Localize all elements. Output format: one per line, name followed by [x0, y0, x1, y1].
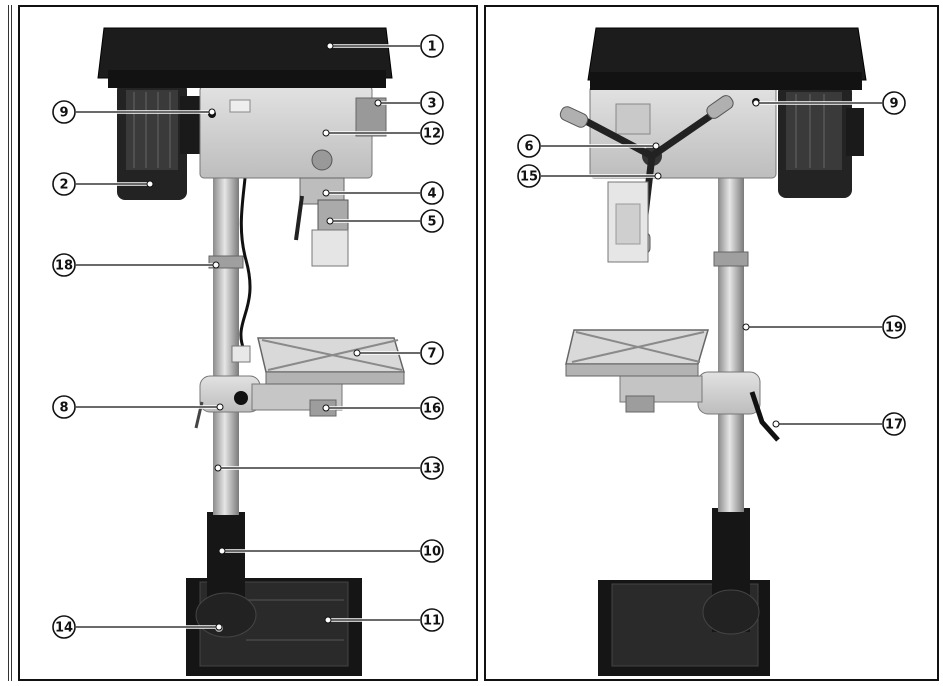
right-callout-15: 15 [517, 164, 662, 188]
callout-number: 14 [55, 621, 73, 636]
callout-number: 15 [520, 170, 538, 185]
callout-circle [52, 172, 76, 196]
callout-circle [420, 539, 444, 563]
left-callout-18: 18 [52, 253, 220, 277]
callout-anchor-dot [322, 189, 330, 197]
callout-anchor-dot [216, 403, 224, 411]
callout-number: 13 [423, 462, 441, 477]
callout-circle [882, 412, 906, 436]
callout-anchor-dot [752, 99, 760, 107]
left-callout-9: 9 [52, 100, 216, 124]
callout-number: 6 [524, 140, 533, 155]
column-base-flange [195, 592, 257, 638]
callout-number: 12 [423, 127, 441, 142]
callout-anchor-dot [654, 172, 662, 180]
callout-number: 1 [427, 40, 436, 55]
callout-number: 9 [889, 97, 898, 112]
callout-circle [52, 395, 76, 419]
right-callouts: 6 9 15 17 19 [517, 91, 906, 436]
left-callout-3: 3 [374, 91, 444, 115]
column [718, 170, 744, 512]
callout-circle [420, 396, 444, 420]
callout-anchor-dot [353, 349, 361, 357]
left-callout-10: 10 [218, 539, 444, 563]
callout-anchor-dot [215, 623, 223, 631]
left-callout-11: 11 [324, 608, 444, 632]
callout-circle [52, 100, 76, 124]
callout-circle [420, 608, 444, 632]
callout-anchor-dot [208, 108, 216, 116]
callout-circle [517, 134, 541, 158]
callout-anchor-dot [326, 42, 334, 50]
callout-number: 19 [885, 321, 903, 336]
callout-circle [420, 341, 444, 365]
left-callout-7: 7 [353, 341, 444, 365]
right-callout-17: 17 [772, 412, 906, 436]
callout-number: 4 [427, 187, 436, 202]
left-callout-13: 13 [214, 456, 444, 480]
right-drill-press [559, 27, 867, 676]
left-callout-4: 4 [322, 181, 444, 205]
callout-number: 7 [427, 347, 436, 362]
callout-number: 18 [55, 259, 73, 274]
callout-circle [420, 456, 444, 480]
callout-number: 3 [427, 97, 436, 112]
callout-anchor-dot [214, 464, 222, 472]
right-callout-6: 6 [517, 134, 660, 158]
right-callout-19: 19 [742, 315, 906, 339]
left-edge-divider [8, 5, 12, 681]
left-callout-8: 8 [52, 395, 224, 419]
callout-circle [420, 181, 444, 205]
belt-cover [587, 27, 867, 81]
left-callout-1: 1 [326, 34, 444, 58]
callout-anchor-dot [742, 323, 750, 331]
callout-anchor-dot [652, 142, 660, 150]
belt-cover [97, 27, 393, 79]
callout-circle [882, 91, 906, 115]
callout-number: 16 [423, 402, 441, 417]
callout-anchor-dot [322, 129, 330, 137]
callout-anchor-dot [326, 217, 334, 225]
callout-circle [420, 121, 444, 145]
column [213, 170, 239, 515]
callout-number: 10 [423, 545, 441, 560]
chuck-guard [311, 229, 349, 267]
callout-circle [420, 209, 444, 233]
callout-circle [52, 253, 76, 277]
callout-number: 17 [885, 418, 903, 433]
callout-circle [882, 315, 906, 339]
callout-circle [517, 164, 541, 188]
left-callout-16: 16 [322, 396, 444, 420]
right-callout-9: 9 [752, 91, 906, 115]
callout-number: 9 [59, 106, 68, 121]
callout-circle [420, 34, 444, 58]
callout-number: 11 [423, 614, 441, 629]
callout-circle [52, 615, 76, 639]
callout-anchor-dot [324, 616, 332, 624]
callout-number: 5 [427, 215, 436, 230]
callout-anchor-dot [146, 180, 154, 188]
callout-anchor-dot [218, 547, 226, 555]
callout-circle [420, 91, 444, 115]
callout-anchor-dot [374, 99, 382, 107]
callout-anchor-dot [212, 261, 220, 269]
callout-number: 2 [59, 178, 68, 193]
left-callout-14: 14 [52, 615, 223, 639]
left-callout-12: 12 [322, 121, 444, 145]
left-callout-5: 5 [326, 209, 444, 233]
left-callout-2: 2 [52, 172, 154, 196]
callout-anchor-dot [772, 420, 780, 428]
callout-number: 8 [59, 401, 68, 416]
callout-anchor-dot [322, 404, 330, 412]
